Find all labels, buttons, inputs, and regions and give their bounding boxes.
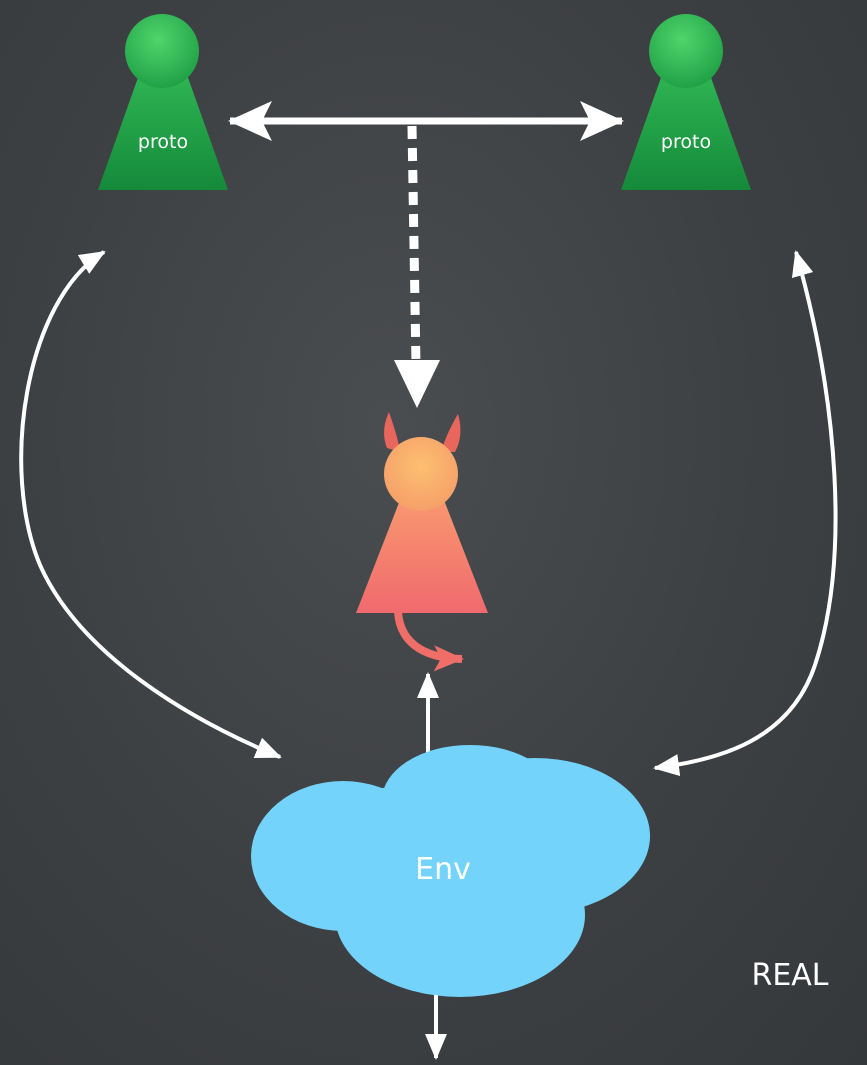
adversary-horn-left (384, 412, 400, 452)
proto-left-label: proto (138, 131, 188, 153)
environment-cloud: Env (251, 745, 650, 997)
proto-right-label: proto (661, 131, 711, 153)
proto-right-body (621, 72, 751, 190)
proto-right-env-arrow (653, 250, 838, 776)
adversary-observe-arrow (407, 125, 421, 366)
proto-left-head (125, 14, 199, 88)
adversary-tail (394, 611, 464, 672)
proto-right-head (649, 14, 723, 88)
proto-left-body (98, 72, 228, 190)
adversary-head (384, 437, 458, 511)
adversary-body (356, 495, 488, 613)
adversary-horn-right (441, 414, 461, 452)
proto-right-figure: proto (621, 14, 751, 190)
proto-left-figure: proto (98, 14, 228, 190)
real-label: REAL (751, 958, 828, 993)
proto-left-env-arrow (19, 250, 282, 759)
environment-label: Env (415, 852, 471, 887)
adversary-figure (356, 412, 488, 672)
adversary-observe-arrowhead (394, 360, 440, 408)
